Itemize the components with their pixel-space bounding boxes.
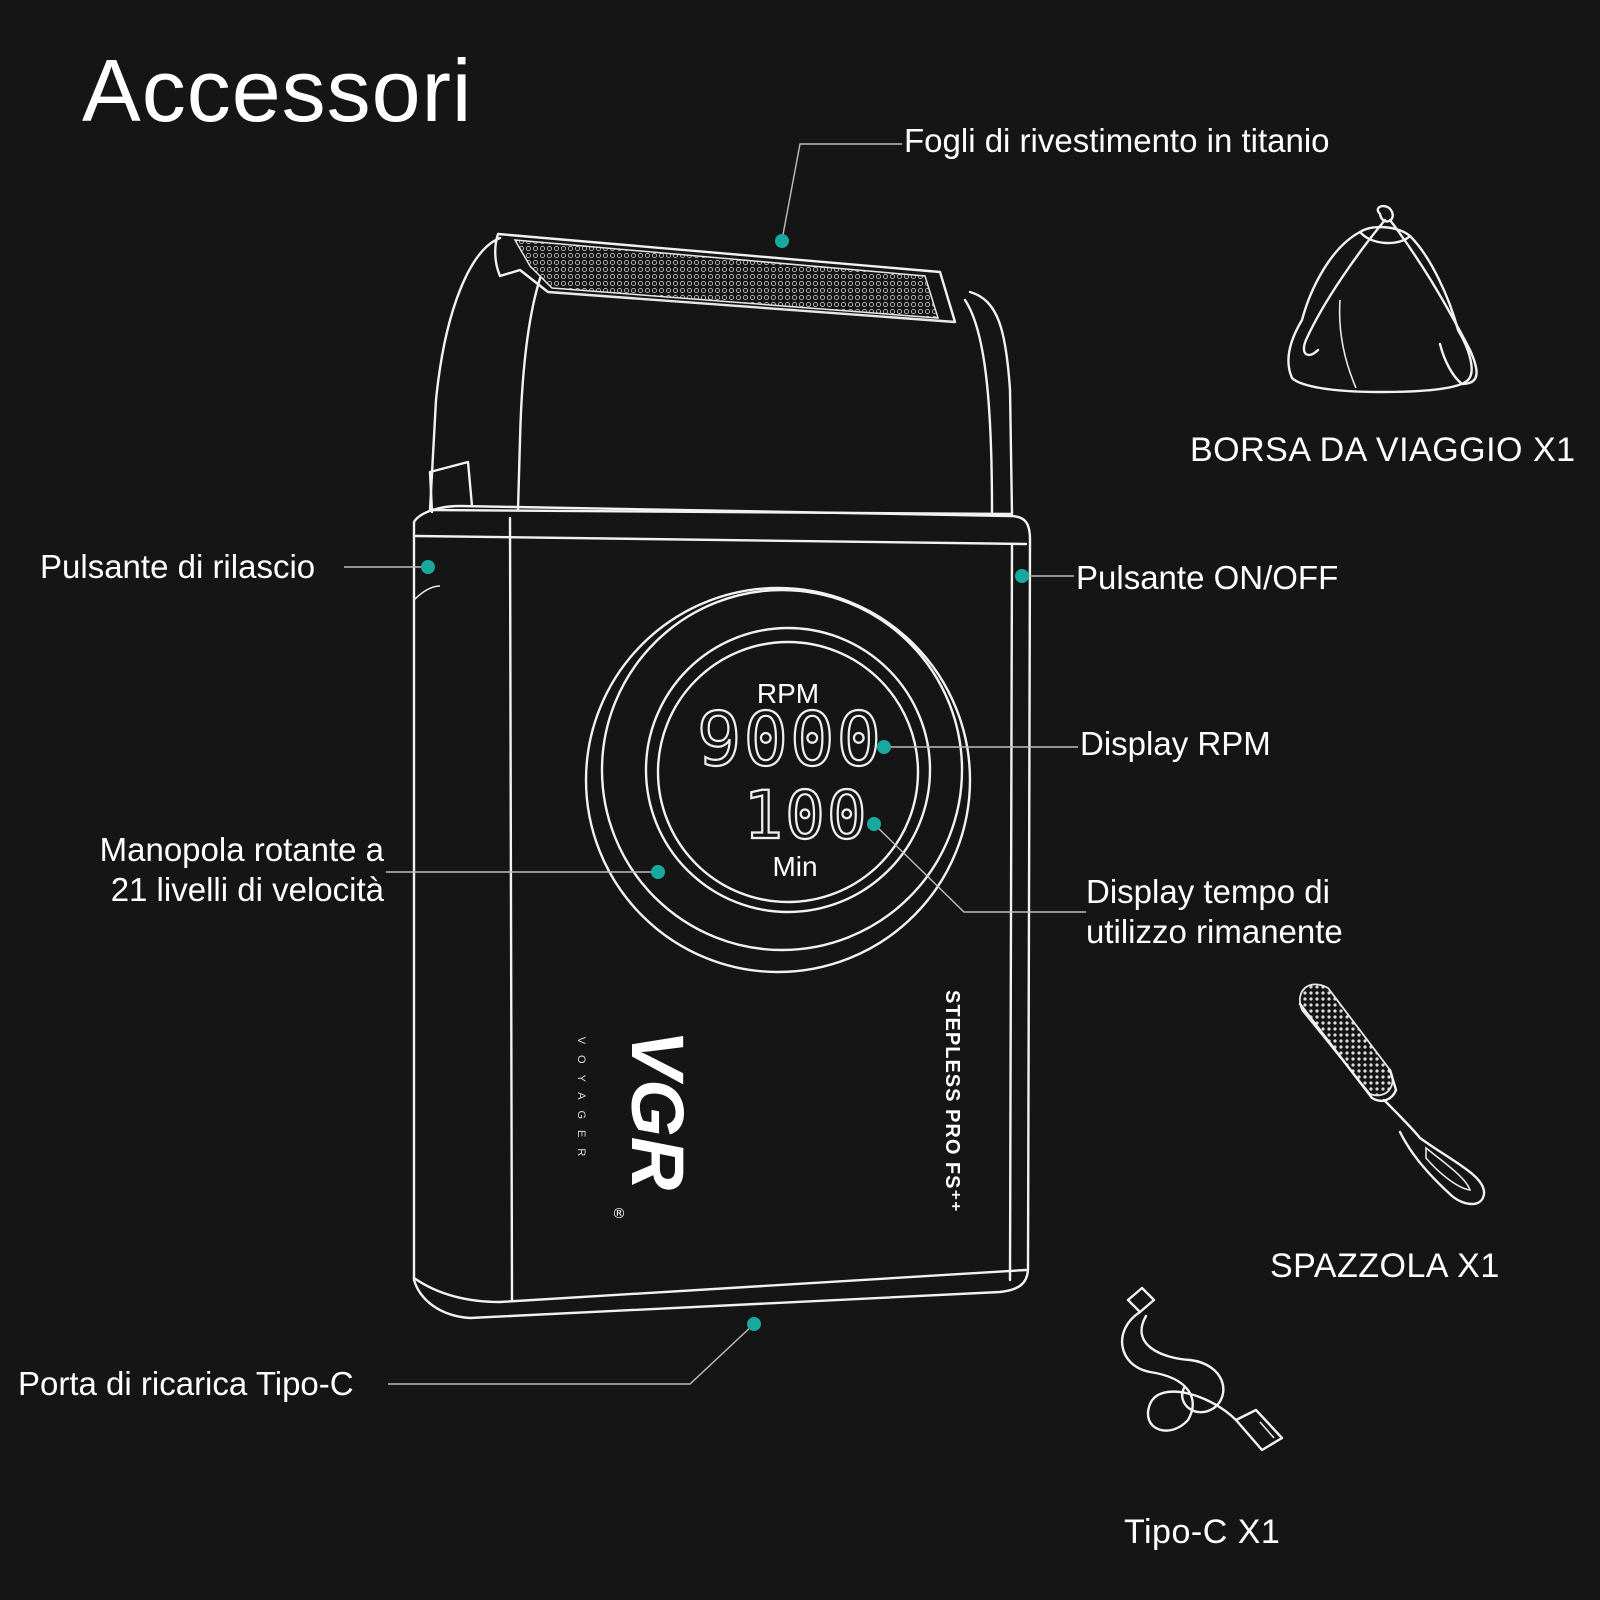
cable-loop-2	[1140, 1314, 1225, 1414]
shaver-head-outline	[428, 236, 1014, 516]
marker-power	[1015, 569, 1029, 583]
shaver-body-left-panel	[508, 516, 514, 1302]
callout-power-button: Pulsante ON/OFF	[1076, 559, 1339, 596]
brush-illustration	[1298, 983, 1486, 1206]
callout-speed-dial-line2: 21 livelli di velocità	[110, 871, 384, 908]
bag-drawstring-right	[1388, 218, 1478, 386]
leader-foil	[781, 143, 902, 241]
cable-plug-top	[1126, 1286, 1156, 1314]
callout-charging-port: Porta di ricarica Tipo-C	[18, 1365, 354, 1402]
shaver-left-groove	[413, 585, 441, 601]
callout-time-display-line1: Display tempo di	[1086, 873, 1330, 910]
shaver-head-side-line	[963, 298, 994, 514]
rpm-value: 9000	[697, 697, 883, 783]
shaver-head-inner-line	[516, 260, 548, 512]
callout-time-display-line2: utilizzo rimanente	[1086, 913, 1343, 950]
bag-drawstring-left	[1302, 218, 1387, 357]
marker-dial	[651, 865, 665, 879]
release-tab	[428, 460, 474, 514]
usb-c-cable-illustration	[1120, 1286, 1284, 1452]
foil-front-edge	[547, 291, 956, 323]
shaver-illustration: RPM 9000 100 Min VGR VOYAGER ® STEPLESS …	[412, 232, 1032, 1320]
callout-speed-dial: Manopola rotante a 21 livelli di velocit…	[50, 830, 384, 910]
brush-head	[1298, 1002, 1398, 1102]
cable-plug-bottom-detail	[1259, 1421, 1275, 1439]
foil-mesh	[513, 239, 940, 319]
callout-time-display: Display tempo di utilizzo rimanente	[1086, 872, 1343, 952]
registered-mark: ®	[612, 1206, 626, 1222]
callout-speed-dial-line1: Manopola rotante a	[99, 831, 384, 868]
leader-port	[388, 1323, 755, 1385]
callout-leaders	[344, 143, 1086, 1385]
callout-foil: Fogli di rivestimento in titanio	[904, 122, 1330, 159]
callout-rpm-display: Display RPM	[1080, 725, 1271, 762]
accessory-cable-label: Tipo-C X1	[1124, 1513, 1281, 1551]
time-value: 100	[743, 777, 868, 854]
time-unit: Min	[772, 851, 817, 882]
marker-release	[421, 560, 435, 574]
shaver-body-right-edge	[1008, 544, 1014, 1282]
marker-foil	[775, 234, 789, 248]
speed-dial-ring	[600, 588, 964, 952]
brush-bristles	[1299, 983, 1394, 1097]
callout-markers	[421, 234, 1029, 1331]
vgr-logo: VGR VOYAGER	[575, 1030, 699, 1190]
bag-fold	[1338, 299, 1357, 389]
bag-body	[1287, 230, 1473, 394]
shaver-body-outline	[412, 504, 1032, 1320]
cable-loop	[1120, 1310, 1238, 1432]
callout-release-button: Pulsante di rilascio	[40, 548, 316, 585]
marker-time	[867, 817, 881, 831]
leader-time	[873, 823, 1086, 913]
model-label: STEPLESS PRO FS⁺⁺	[941, 990, 963, 1213]
rpm-label: RPM	[757, 678, 819, 709]
page-title: Accessori	[82, 41, 473, 140]
speed-dial-outer-ring	[584, 586, 972, 974]
accessory-brush-label: SPAZZOLA X1	[1270, 1247, 1500, 1285]
cable-plug-bottom	[1234, 1408, 1284, 1452]
brush-handle	[1382, 1098, 1486, 1206]
display-bezel-inner	[656, 640, 920, 904]
marker-port	[747, 1317, 761, 1331]
brand-logo-text: VGR	[616, 1030, 699, 1190]
marker-rpm	[877, 740, 891, 754]
shaver-body-bottom-band	[412, 1268, 1028, 1304]
travel-bag-illustration	[1287, 204, 1478, 394]
brand-subtitle: VOYAGER	[575, 1037, 587, 1168]
brush-handle-slot	[1425, 1146, 1472, 1191]
bag-neck	[1358, 225, 1412, 245]
accessory-bag-label: BORSA DA VIAGGIO X1	[1190, 431, 1576, 469]
display-bezel-outer	[644, 626, 932, 914]
shaver-body-top-band	[414, 534, 1028, 546]
